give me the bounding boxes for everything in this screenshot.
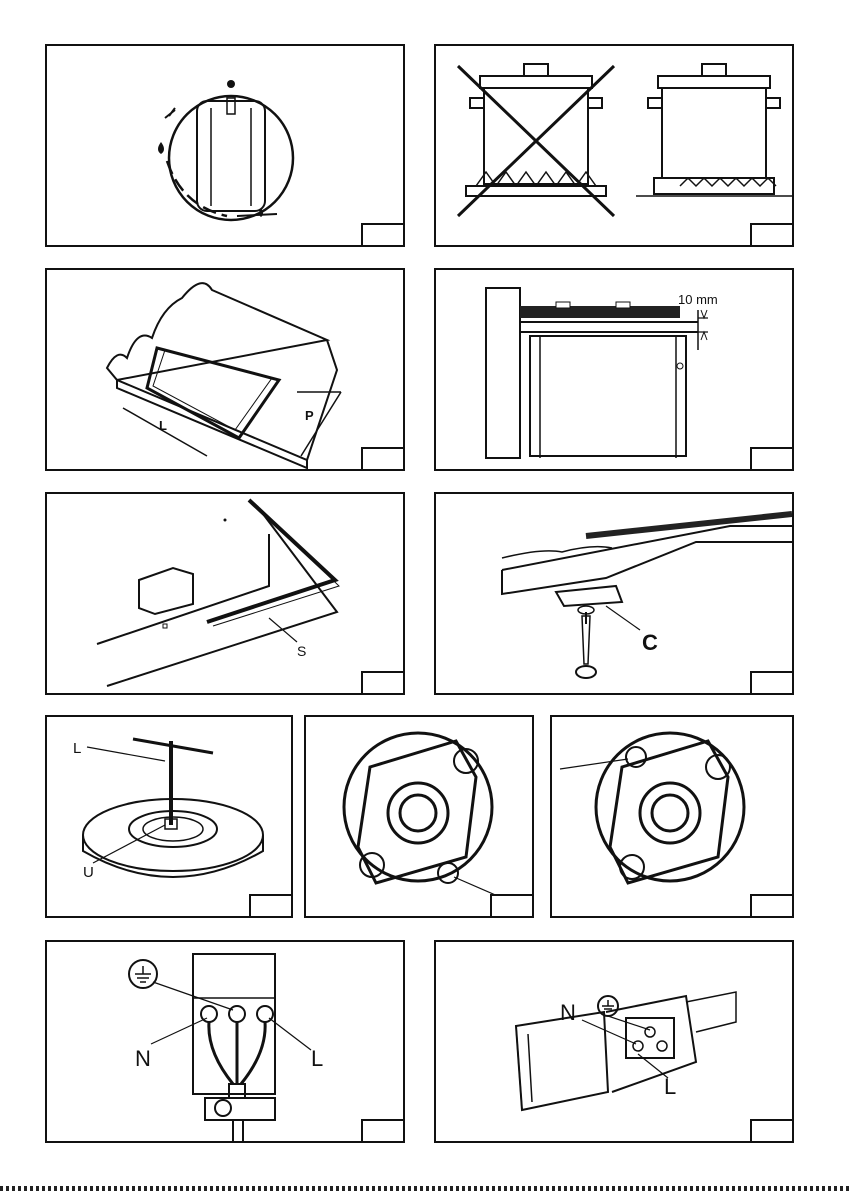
label-live: L <box>311 1046 323 1071</box>
flame-large-icon <box>158 142 164 154</box>
figure-number-box <box>750 671 794 695</box>
label-screw: U <box>83 864 94 881</box>
knob-diagram <box>47 46 403 245</box>
figure-installation-clearance: 10 mm <box>434 268 794 471</box>
label-clamp: C <box>642 630 658 655</box>
figure-number-box <box>750 1119 794 1143</box>
label-length: L <box>159 418 167 433</box>
ignition-spark-icon <box>165 108 175 118</box>
figure-burner-adjustment: L U <box>45 715 293 918</box>
figure-number-box <box>750 223 794 247</box>
label-neutral: N <box>135 1046 151 1071</box>
label-depth: P <box>305 408 314 423</box>
figure-terminal-block: N L <box>45 940 405 1143</box>
injector-left-diagram <box>306 717 532 916</box>
figure-number-box <box>750 894 794 918</box>
figure-worktop-cutout: L P <box>45 268 405 471</box>
page-edge-rule <box>0 1186 851 1191</box>
figure-number-box <box>361 1119 405 1143</box>
figure-number-box <box>249 894 293 918</box>
figure-control-knob <box>45 44 405 247</box>
label-seal: S <box>297 643 306 659</box>
figure-number-box <box>361 447 405 471</box>
figure-injector-right <box>550 715 794 918</box>
label-lever: L <box>73 740 81 757</box>
label-live: L <box>664 1074 676 1099</box>
figure-number-box <box>750 447 794 471</box>
figure-injector-left <box>304 715 534 918</box>
label-neutral: N <box>560 1000 576 1025</box>
figure-number-box <box>361 671 405 695</box>
figure-seal-strip: S <box>45 492 405 695</box>
figure-terminal-box: N L <box>434 940 794 1143</box>
figure-pan-on-burner <box>434 44 794 247</box>
pan-diagram <box>436 46 792 245</box>
figure-fixing-clamp: C <box>434 492 794 695</box>
label-clearance: 10 mm <box>678 292 718 307</box>
figure-number-box <box>490 894 534 918</box>
injector-right-diagram <box>552 717 792 916</box>
figure-number-box <box>361 223 405 247</box>
